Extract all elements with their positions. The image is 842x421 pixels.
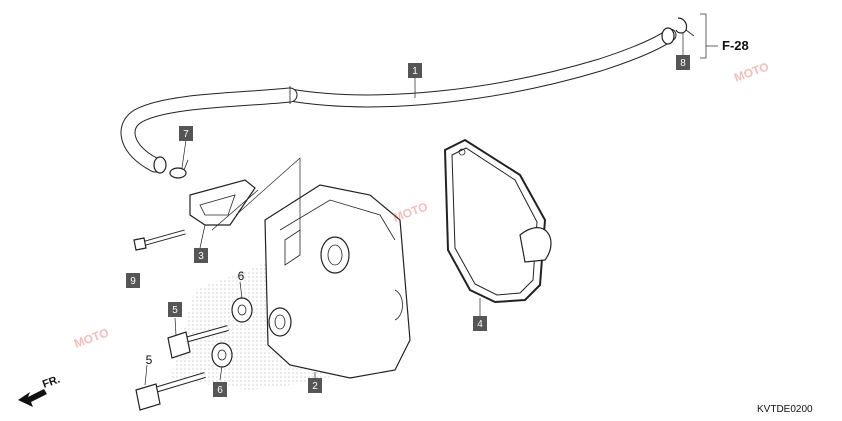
svg-text:3: 3 xyxy=(198,251,204,262)
svg-text:8: 8 xyxy=(680,58,686,69)
callout-9: 9 xyxy=(126,273,140,288)
reference-label: F-28 xyxy=(722,38,749,53)
svg-text:9: 9 xyxy=(130,276,136,287)
head-cover-gasket[interactable] xyxy=(443,138,552,304)
cover-bolt-lower[interactable] xyxy=(135,372,206,411)
seal-washer-upper[interactable] xyxy=(231,297,253,323)
callout-1: 1 xyxy=(408,63,422,78)
svg-text:2: 2 xyxy=(312,381,318,392)
seal-washer-lower[interactable] xyxy=(211,342,233,368)
hose-clip-top[interactable] xyxy=(675,17,695,37)
svg-text:MOTO: MOTO xyxy=(732,59,770,84)
callout-8: 8 xyxy=(676,55,690,70)
diagram-code: KVTDE0200 xyxy=(757,404,813,415)
svg-text:5: 5 xyxy=(172,305,178,316)
svg-text:MOTO: MOTO xyxy=(391,199,429,224)
bracket-bolt[interactable] xyxy=(133,229,186,251)
svg-text:4: 4 xyxy=(477,319,483,330)
callout-5: 5 xyxy=(168,302,182,317)
watermark-top-right: MOTO xyxy=(732,59,770,84)
callout-7: 7 xyxy=(179,126,193,141)
callout-2: 2 xyxy=(308,378,322,393)
callout-4: 4 xyxy=(473,316,487,331)
front-label: FR. xyxy=(41,373,62,390)
watermark-center: MOTO xyxy=(391,199,429,224)
callout-plain-5: 5 xyxy=(146,353,153,367)
callout-6: 6 xyxy=(213,382,227,397)
callout-plain-6: 6 xyxy=(238,269,245,283)
breather-hose[interactable] xyxy=(120,27,677,174)
hose-clip-left[interactable] xyxy=(169,159,189,179)
svg-text:1: 1 xyxy=(412,66,418,77)
svg-text:6: 6 xyxy=(217,385,223,396)
leader-lines xyxy=(144,13,718,386)
cover-bolt-upper[interactable] xyxy=(167,325,229,359)
hose-bracket[interactable] xyxy=(189,179,256,226)
watermark-left: MOTO xyxy=(72,325,110,350)
callout-3: 3 xyxy=(194,248,208,263)
cylinder-head-cover[interactable] xyxy=(264,184,411,379)
svg-text:7: 7 xyxy=(183,129,189,140)
svg-text:MOTO: MOTO xyxy=(72,325,110,350)
front-direction-indicator: FR. xyxy=(18,373,62,407)
